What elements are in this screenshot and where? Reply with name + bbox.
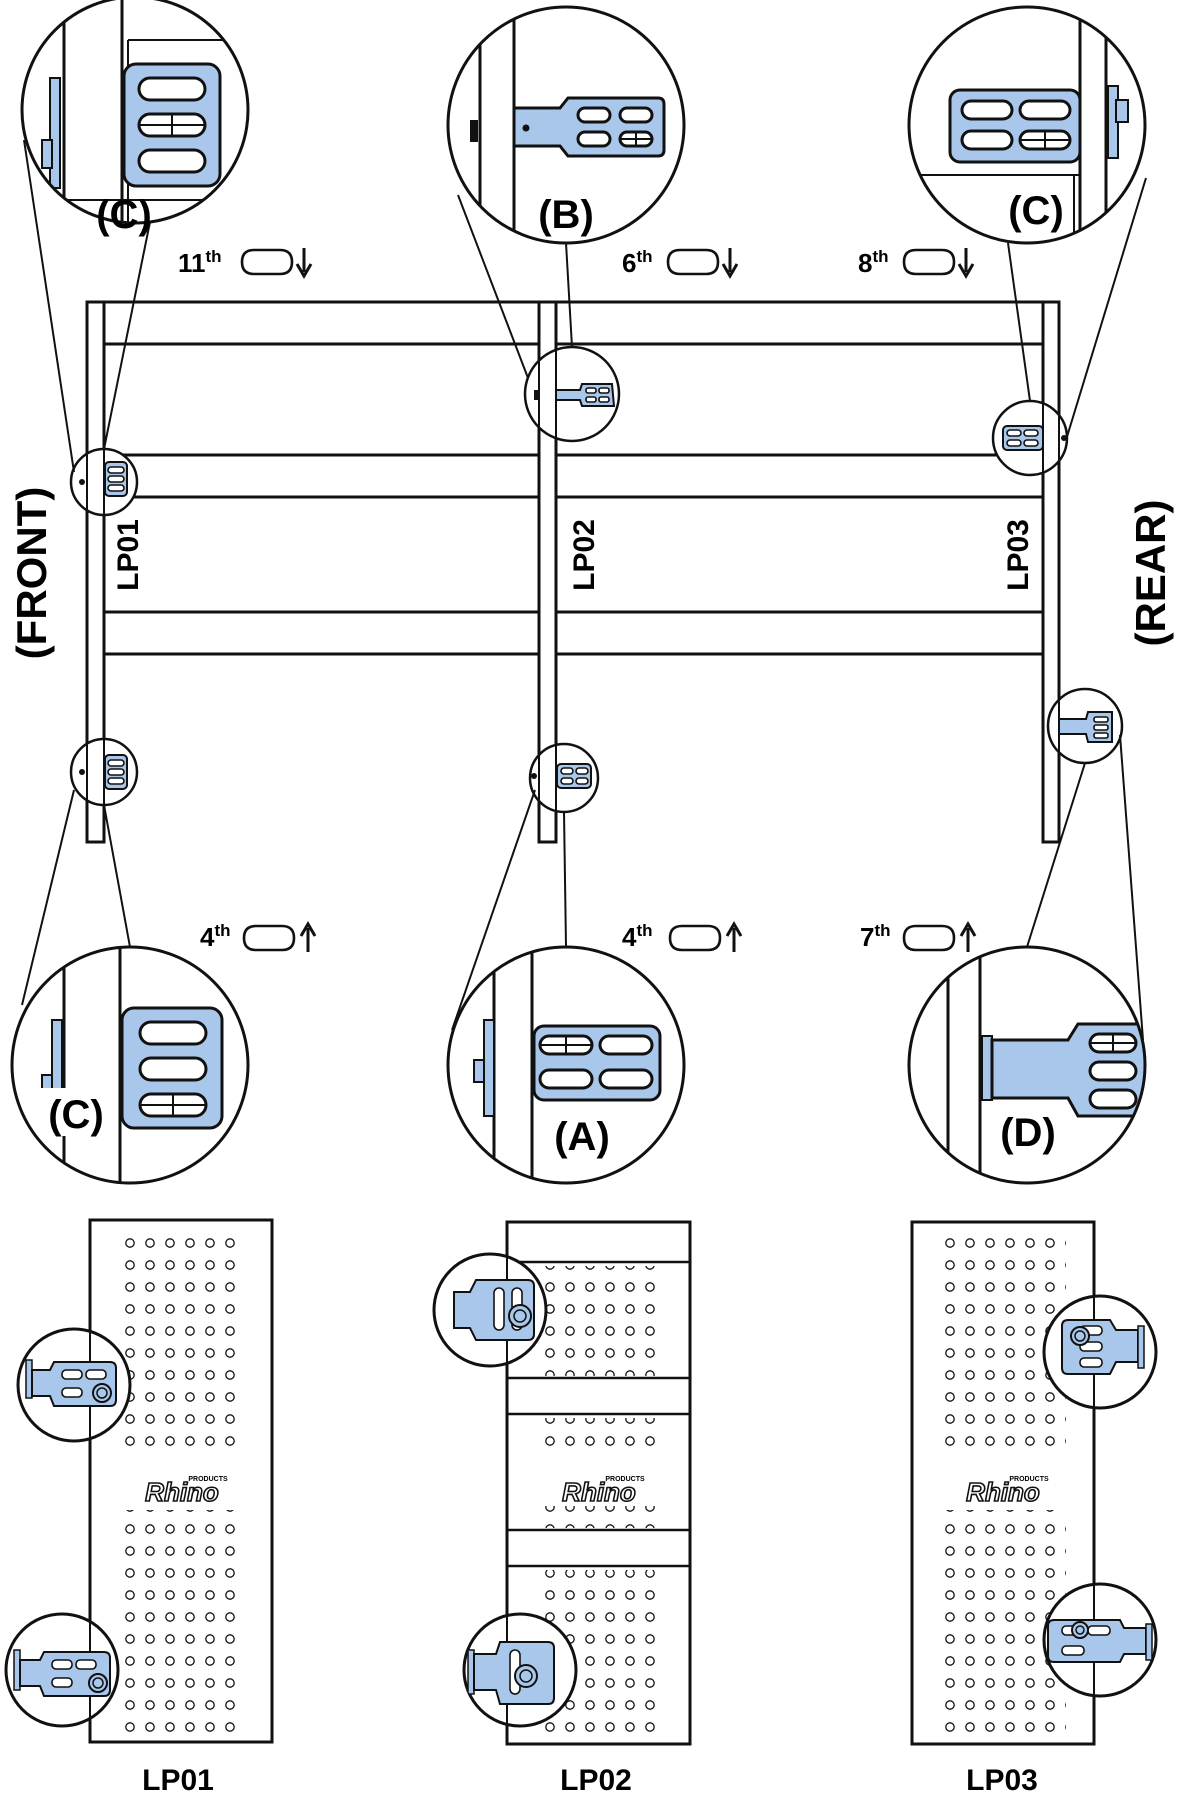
svg-text:8th: 8th [858, 247, 889, 278]
panel-bracket-lp01-top [16, 1327, 132, 1443]
panel-logo: Rhino PRODUCTS [144, 1476, 228, 1508]
detail-marker-front-top [69, 447, 139, 517]
panel-lp01: Rhino PRODUCTS [88, 1218, 274, 1744]
hole-indicator-top-right: 8th [858, 247, 975, 279]
panel-bracket-lp03-bottom [1042, 1582, 1158, 1698]
svg-text:PRODUCTS: PRODUCTS [188, 1476, 228, 1483]
svg-text:PRODUCTS: PRODUCTS [1009, 1476, 1049, 1483]
svg-text:Rhino: Rhino [966, 1477, 1040, 1507]
panel-bracket-lp03-top [1042, 1294, 1158, 1410]
post-label-lp03: LP03 [1002, 519, 1035, 591]
post-lp03 [1041, 300, 1061, 844]
post-label-lp02: LP02 [568, 519, 601, 591]
panel-label-lp02: LP02 [560, 1764, 632, 1797]
callout-label-c-top-left: (C) [96, 193, 152, 237]
callout-label-a: (A) [554, 1115, 610, 1159]
detail-callout-bottom-left: (C) [10, 945, 250, 1185]
shelf-frame [85, 300, 1061, 844]
svg-text:7th: 7th [860, 921, 891, 952]
svg-text:6th: 6th [622, 247, 653, 278]
leader-lines [21, 139, 1147, 1041]
detail-marker-rear-top [991, 399, 1069, 477]
svg-text:4th: 4th [200, 921, 231, 952]
panel-bracket-lp01-bottom [4, 1612, 120, 1728]
post-lp01 [85, 300, 106, 844]
svg-text:11th: 11th [178, 247, 222, 278]
hole-indicator-bottom-right: 7th [860, 921, 977, 952]
callout-label-b: (B) [538, 193, 594, 237]
panel-bracket-lp02-top [432, 1252, 548, 1368]
panel-logo: Rhino PRODUCTS [965, 1476, 1049, 1508]
panel-logo: Rhino PRODUCTS [561, 1476, 645, 1508]
hole-suffix: th [206, 247, 222, 266]
panel-label-lp03: LP03 [966, 1764, 1038, 1797]
callout-label-d: (D) [1000, 1111, 1056, 1155]
detail-marker-middle-top [523, 345, 621, 443]
rear-label: (REAR) [1127, 500, 1174, 647]
post-label-lp01: LP01 [112, 519, 145, 591]
svg-text:Rhino: Rhino [562, 1477, 636, 1507]
detail-marker-middle-bottom [528, 742, 600, 814]
hole-number: 11 [178, 248, 206, 278]
svg-text:PRODUCTS: PRODUCTS [605, 1476, 645, 1483]
hole-indicator-top-middle: 6th [622, 247, 739, 279]
panel-bracket-lp02-bottom [462, 1612, 578, 1728]
svg-text:4th: 4th [622, 921, 653, 952]
detail-callout-bottom-right: (D) [907, 945, 1147, 1185]
hole-indicator-bottom-left: 4th [200, 921, 317, 952]
hole-indicator-bottom-middle: 4th [622, 921, 743, 952]
front-label: (FRONT) [8, 487, 55, 660]
hole-indicator-top-left: 11th [178, 247, 313, 279]
callout-label-c-top-right: (C) [1008, 189, 1064, 233]
detail-callout-top-left: (C) [20, 0, 250, 237]
detail-callout-bottom-middle: (A) [446, 945, 686, 1185]
detail-callout-top-right: (C) [907, 5, 1147, 245]
svg-text:Rhino: Rhino [145, 1477, 219, 1507]
detail-marker-front-bottom [69, 737, 139, 807]
panel-label-lp01: LP01 [142, 1764, 214, 1797]
detail-marker-rear-bottom [1042, 687, 1124, 765]
detail-callout-top-middle: (B) [446, 5, 686, 245]
callout-label-c-bottom-left: (C) [48, 1093, 104, 1137]
